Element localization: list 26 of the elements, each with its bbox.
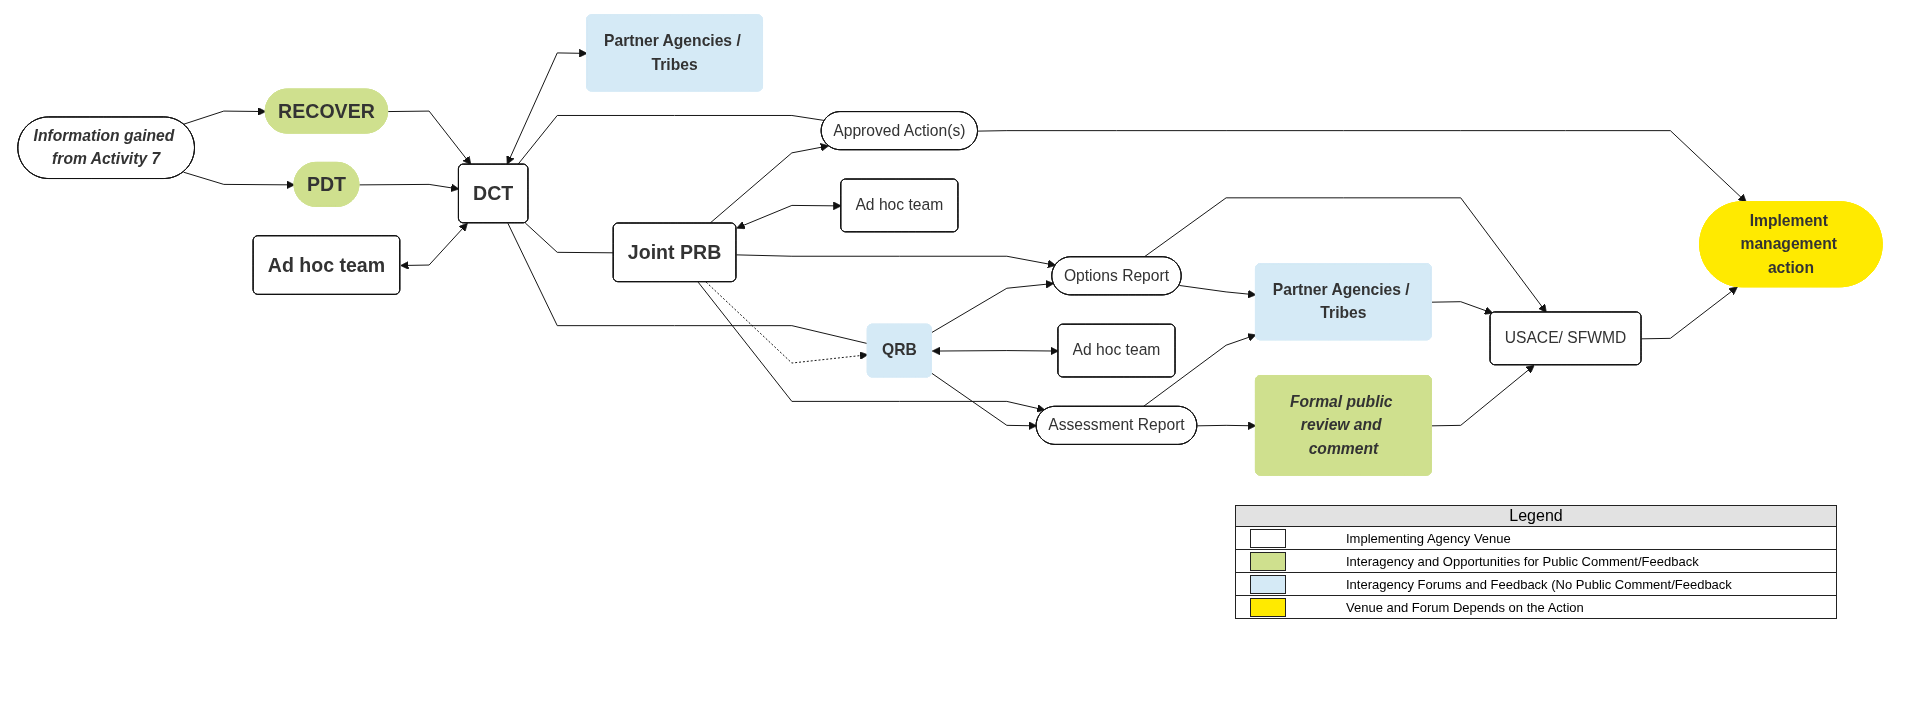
process-box: USACE/ SFWMD (1489, 311, 1642, 366)
process-box: Ad hoc team (1057, 323, 1176, 378)
legend-text: Interagency and Opportunities for Public Comment/Feedback (1346, 553, 1699, 569)
process-box: DCT (457, 163, 529, 224)
ellipse-node: Information gained from Activity 7 (17, 116, 195, 179)
process-box: Formal public review and comment (1254, 375, 1432, 476)
process-box: QRB (866, 323, 932, 378)
rounded-node: RECOVER (264, 88, 389, 134)
ellipse-node: Approved Action(s) (820, 111, 978, 151)
ellipse-node: Assessment Report (1035, 405, 1198, 445)
process-box: Ad hoc team (840, 178, 959, 233)
legend-text: Interagency Forums and Feedback (No Public Comment/Feedback (1346, 576, 1732, 592)
legend-title: Legend (1236, 506, 1836, 527)
legend-text: Implementing Agency Venue (1346, 530, 1511, 546)
ellipse-node: Options Report (1051, 256, 1182, 296)
process-box: Ad hoc team (252, 235, 401, 295)
rounded-node: PDT (293, 161, 360, 207)
process-box: Joint PRB (612, 222, 737, 283)
rounded-node: Implement management action (1699, 201, 1883, 288)
arrow (736, 201, 842, 230)
arrow (506, 49, 588, 165)
arrow (931, 346, 1059, 356)
process-box: Partner Agencies / Tribes (1254, 263, 1432, 341)
process-box: Partner Agencies / Tribes (586, 14, 764, 92)
legend-text: Venue and Forum Depends on the Action (1346, 599, 1584, 615)
arrow (400, 222, 468, 270)
